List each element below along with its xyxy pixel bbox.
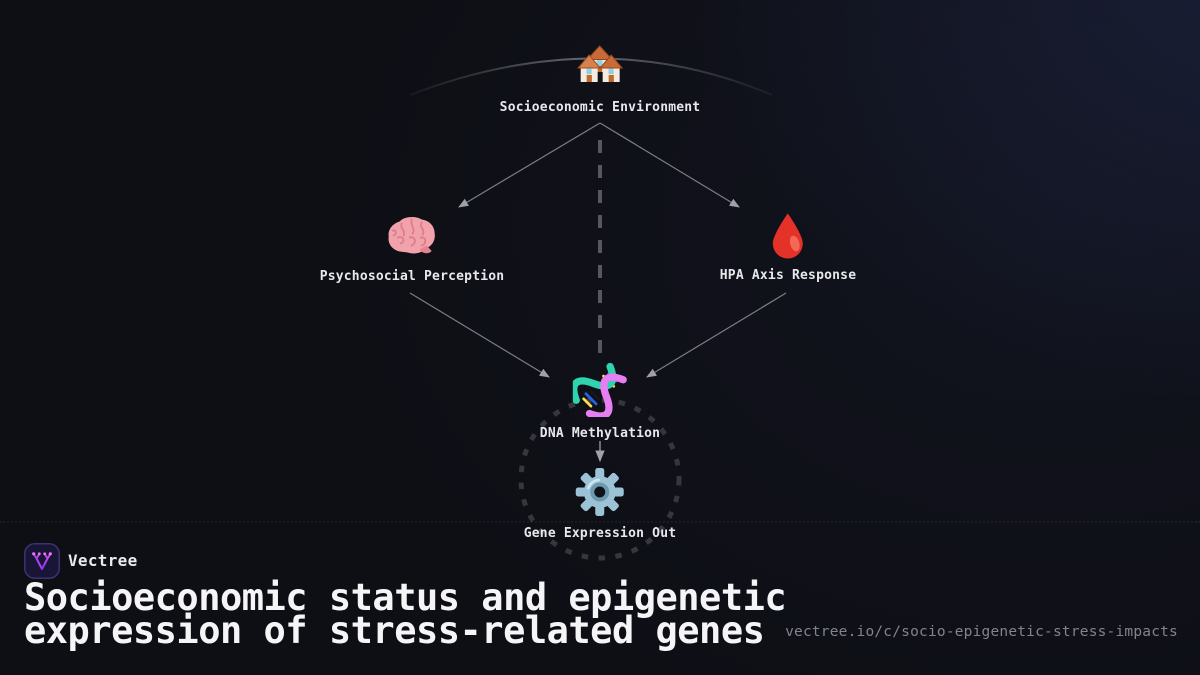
gear-icon xyxy=(575,467,625,517)
node-psychosocial-perception: Psychosocial Perception xyxy=(320,213,505,284)
node-dna-methylation: DNA Methylation xyxy=(540,363,660,441)
edge-socioeconomic-to-psychosocial xyxy=(458,122,601,208)
node-hpa-axis-response: HPA Axis Response xyxy=(720,212,856,283)
brain-icon xyxy=(386,213,438,260)
node-label: Socioeconomic Environment xyxy=(499,100,701,115)
card-title: Socioeconomic status and epigenetic expr… xyxy=(24,576,787,652)
card-title-line2: expression of stress-related genes xyxy=(24,609,765,652)
node-socioeconomic-environment: Socioeconomic Environment xyxy=(500,45,701,115)
edge-hpa-to-dna xyxy=(646,292,787,378)
vectree-logo-icon xyxy=(24,543,60,579)
node-gene-expression-out: Gene Expression Out xyxy=(524,467,677,541)
houses-icon xyxy=(576,45,624,91)
footer-separator xyxy=(0,521,1200,523)
blood-drop-icon xyxy=(770,212,806,259)
card-title-line1: Socioeconomic status and epigenetic xyxy=(24,576,787,619)
edge-socioeconomic-to-hpa xyxy=(599,122,740,208)
node-label: DNA Methylation xyxy=(539,426,661,441)
dotted-circle-gene-expression xyxy=(518,397,682,561)
node-label: Gene Expression Out xyxy=(523,526,677,541)
brand-name: Vectree xyxy=(68,551,138,570)
dna-icon xyxy=(573,363,627,417)
card-url: vectree.io/c/socio-epigenetic-stress-imp… xyxy=(785,624,1178,640)
edge-psychosocial-to-dna xyxy=(409,292,550,378)
node-label: Psychosocial Perception xyxy=(319,269,505,284)
node-label: HPA Axis Response xyxy=(719,268,857,283)
